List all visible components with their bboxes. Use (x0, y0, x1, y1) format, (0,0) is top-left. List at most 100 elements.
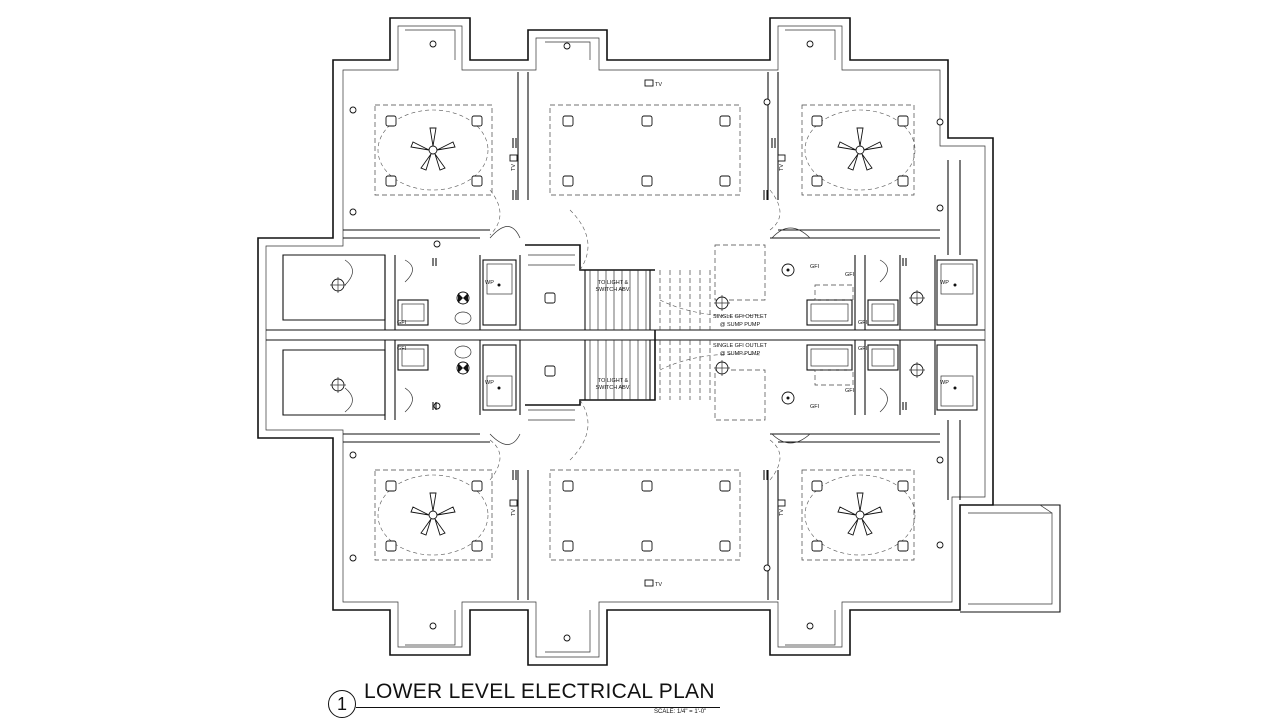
recessed-light-icon (562, 175, 574, 187)
showers (482, 259, 978, 411)
recessed-light-icon (544, 365, 556, 377)
outlet-icon (563, 42, 571, 50)
smoke-detector-icon (781, 263, 795, 277)
gfi-labels: GFI GFI GFI GFI GFI GFI GFI GFI (397, 264, 868, 410)
outlet-icon (349, 106, 357, 114)
tv-label: TV (511, 164, 517, 171)
gfi-label: GFI (810, 404, 820, 410)
tv-outlets: TV TV TV TV TV TV (509, 79, 786, 588)
outlet-icon (349, 208, 357, 216)
recessed-light-icon (544, 292, 556, 304)
gfi-label: GFI (845, 388, 855, 394)
outlet-icon (806, 40, 814, 48)
outlet-icon (433, 402, 441, 410)
interior-walls (266, 72, 985, 600)
to-light-note-line-2: SWITCH ABV. (596, 287, 631, 293)
recessed-light-icon (719, 115, 731, 127)
wall-outlets (349, 40, 944, 642)
smoke-detector-icon (714, 360, 730, 376)
outlet-icon (936, 118, 944, 126)
recessed-light-icon (719, 540, 731, 552)
ceiling-fan-icon (837, 127, 883, 171)
ceiling-fan-icon (410, 492, 456, 536)
door-swings (344, 226, 888, 445)
smoke-detector-icon (781, 391, 795, 405)
recessed-light-icon (641, 115, 653, 127)
recessed-light-icon (471, 480, 483, 492)
gfi-label: GFI (397, 320, 407, 326)
exhaust-fans (456, 291, 470, 375)
to-light-note-line-1: TO LIGHT & (598, 378, 629, 384)
recessed-light-icon (811, 175, 823, 187)
recessed-light-icon (385, 115, 397, 127)
ceiling-fan-icon (837, 492, 883, 536)
outlet-icon (763, 98, 771, 106)
vanities (397, 284, 899, 386)
switch-icon (902, 258, 907, 410)
outlet-icon (936, 541, 944, 549)
wp-labels: WP WP WP WP (485, 280, 949, 386)
switch-icon (512, 470, 517, 480)
tv-label: TV (779, 164, 785, 171)
ceiling-fans (410, 127, 883, 536)
recessed-light-icon (385, 540, 397, 552)
recessed-light-icon (641, 540, 653, 552)
drawing-title-block: 1 LOWER LEVEL ELECTRICAL PLAN SCALE: 1/4… (328, 680, 748, 720)
smoke-detectors (330, 263, 925, 405)
gfi-label: GFI (397, 346, 407, 352)
exhaust-fan-icon (456, 291, 470, 305)
wp-label: WP (940, 380, 949, 386)
switch-icon (432, 258, 437, 410)
title-underline (356, 707, 720, 708)
outlet-icon (936, 456, 944, 464)
wp-label: WP (485, 280, 494, 286)
switch-icon (771, 138, 776, 148)
gfi-label: GFI (858, 346, 868, 352)
sump-note-line-2: @ SUMP PUMP (720, 351, 761, 357)
smoke-detector-icon (330, 377, 346, 393)
recessed-light-icon (641, 480, 653, 492)
switch-icon (763, 190, 768, 200)
exhaust-fan-icon (456, 361, 470, 375)
ceiling-fan-icon (410, 127, 456, 171)
recessed-light-icon (562, 115, 574, 127)
recessed-light-icon (471, 175, 483, 187)
wp-label: WP (940, 280, 949, 286)
stair-notes: TO LIGHT & SWITCH ABV. TO LIGHT & SWITCH… (596, 280, 631, 391)
recessed-light-icon (719, 480, 731, 492)
switch-icon (512, 138, 517, 148)
stair (525, 244, 766, 421)
drawing-scale: SCALE: 1/4" = 1'-0" (654, 709, 707, 715)
gfi-label: GFI (858, 320, 868, 326)
gfi-label: GFI (810, 264, 820, 270)
to-light-note-line-1: TO LIGHT & (598, 280, 629, 286)
tv-label: TV (655, 582, 662, 588)
sump-note-line-1: SINGLE GFI OUTLET (713, 314, 768, 320)
recessed-light-icon (385, 175, 397, 187)
recessed-light-icon (562, 540, 574, 552)
sump-note-line-2: @ SUMP PUMP (720, 322, 761, 328)
ceiling-outlines (374, 104, 916, 561)
exterior-walls (257, 17, 1061, 666)
switch-icon (763, 470, 768, 480)
recessed-light-icon (471, 540, 483, 552)
drawing-title: LOWER LEVEL ELECTRICAL PLAN (364, 680, 715, 703)
smoke-detector-icon (909, 290, 925, 306)
smoke-detector-icon (714, 295, 730, 311)
switches (432, 138, 907, 480)
outlet-icon (763, 564, 771, 572)
recessed-light-icon (471, 115, 483, 127)
recessed-light-icon (897, 175, 909, 187)
recessed-light-icon (385, 480, 397, 492)
recessed-light-icon (562, 480, 574, 492)
smoke-detector-icon (909, 362, 925, 378)
outlet-icon (936, 204, 944, 212)
outlet-icon (349, 554, 357, 562)
electrical-floor-plan: TV TV TV TV TV TV GFI GFI GFI GFI GFI GF… (257, 17, 1061, 666)
sump-note-line-1: SINGLE GFI OUTLET (713, 343, 768, 349)
recessed-lights (385, 115, 909, 552)
tv-label: TV (779, 509, 785, 516)
outlet-icon (349, 451, 357, 459)
drawing-number: 1 (328, 690, 356, 718)
recessed-light-icon (811, 540, 823, 552)
